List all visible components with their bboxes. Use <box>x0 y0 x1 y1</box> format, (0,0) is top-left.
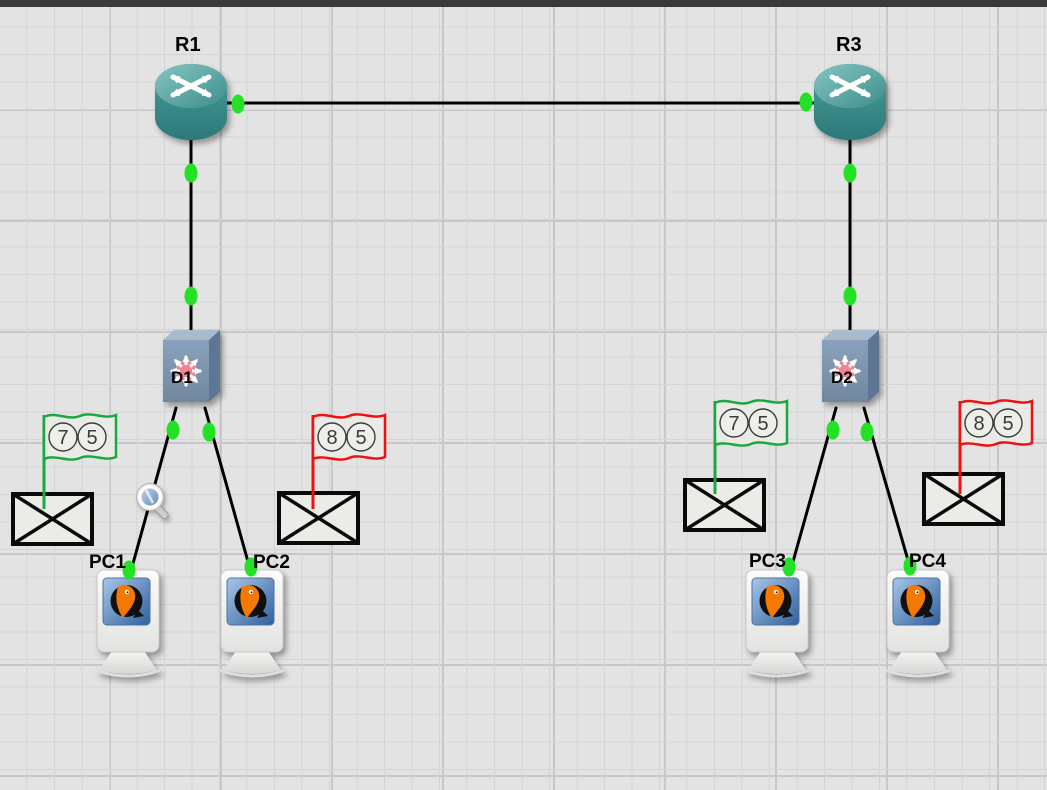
link-status-dot <box>231 94 245 114</box>
flag-circle <box>993 408 1023 438</box>
nodes-layer <box>95 64 951 678</box>
flag-value: 7 <box>57 427 68 449</box>
envelope-icon[interactable] <box>922 472 1005 526</box>
node-label-d1[interactable]: D1 <box>171 368 193 387</box>
flag-circle <box>964 408 994 438</box>
flag-value: 5 <box>86 427 97 449</box>
flag-circle <box>346 422 376 452</box>
link-status-dot <box>166 420 180 440</box>
window-top-edge <box>0 0 1047 7</box>
ethernet-switch-icon-d1[interactable] <box>163 330 220 402</box>
flag-circle <box>748 408 778 438</box>
flag-value: 8 <box>326 427 337 449</box>
envelope-icon[interactable] <box>11 492 94 546</box>
flag-value: 5 <box>355 427 366 449</box>
labels-layer: R1 R3 D1 D2 PC1 PC2 PC3 PC4 <box>89 34 946 573</box>
node-label-pc3[interactable]: PC3 <box>749 551 786 572</box>
node-label-pc2[interactable]: PC2 <box>253 552 290 573</box>
flag-icon-green-pc3[interactable]: 7 5 <box>713 399 789 494</box>
flags-layer: 7 5 8 5 7 5 <box>42 399 1034 509</box>
node-label-r1[interactable]: R1 <box>175 34 201 56</box>
link-status-dot <box>202 422 216 442</box>
flag-value: 5 <box>757 413 768 435</box>
link-status-dot <box>826 420 840 440</box>
flag-icon-red-pc4[interactable]: 8 5 <box>958 399 1034 494</box>
node-label-pc4[interactable]: PC4 <box>909 551 946 572</box>
qemu-pc-icon-pc4[interactable] <box>885 569 951 678</box>
link-status-dot <box>184 163 198 183</box>
link-status-dot <box>184 286 198 306</box>
router-icon-r3[interactable] <box>814 64 886 140</box>
flag-icon-red-pc2[interactable]: 8 5 <box>311 413 387 509</box>
flag-circle <box>317 422 347 452</box>
flag-circle <box>48 422 78 452</box>
node-label-r3[interactable]: R3 <box>836 34 862 56</box>
flag-value: 7 <box>728 413 739 435</box>
magnifier-icon[interactable] <box>135 482 171 522</box>
flag-icon-green-pc1[interactable]: 7 5 <box>42 413 118 509</box>
link-status-dot <box>799 92 813 112</box>
flag-value: 5 <box>1002 413 1013 435</box>
node-label-pc1[interactable]: PC1 <box>89 552 126 573</box>
links-layer <box>127 101 914 580</box>
status-dots-layer <box>122 92 917 580</box>
flag-circle <box>719 408 749 438</box>
qemu-pc-icon-pc2[interactable] <box>219 569 285 678</box>
qemu-pc-icon-pc3[interactable] <box>744 569 810 678</box>
envelope-icon[interactable] <box>683 478 766 532</box>
link-status-dot <box>860 422 874 442</box>
node-label-d2[interactable]: D2 <box>831 368 853 387</box>
flag-circle <box>77 422 107 452</box>
envelope-icon[interactable] <box>277 491 360 545</box>
ethernet-switch-icon-d2[interactable] <box>822 330 879 402</box>
qemu-pc-icon-pc1[interactable] <box>95 569 161 678</box>
link-status-dot <box>843 163 857 183</box>
link-status-dot <box>843 286 857 306</box>
router-icon-r1[interactable] <box>155 64 227 140</box>
flag-value: 8 <box>973 413 984 435</box>
